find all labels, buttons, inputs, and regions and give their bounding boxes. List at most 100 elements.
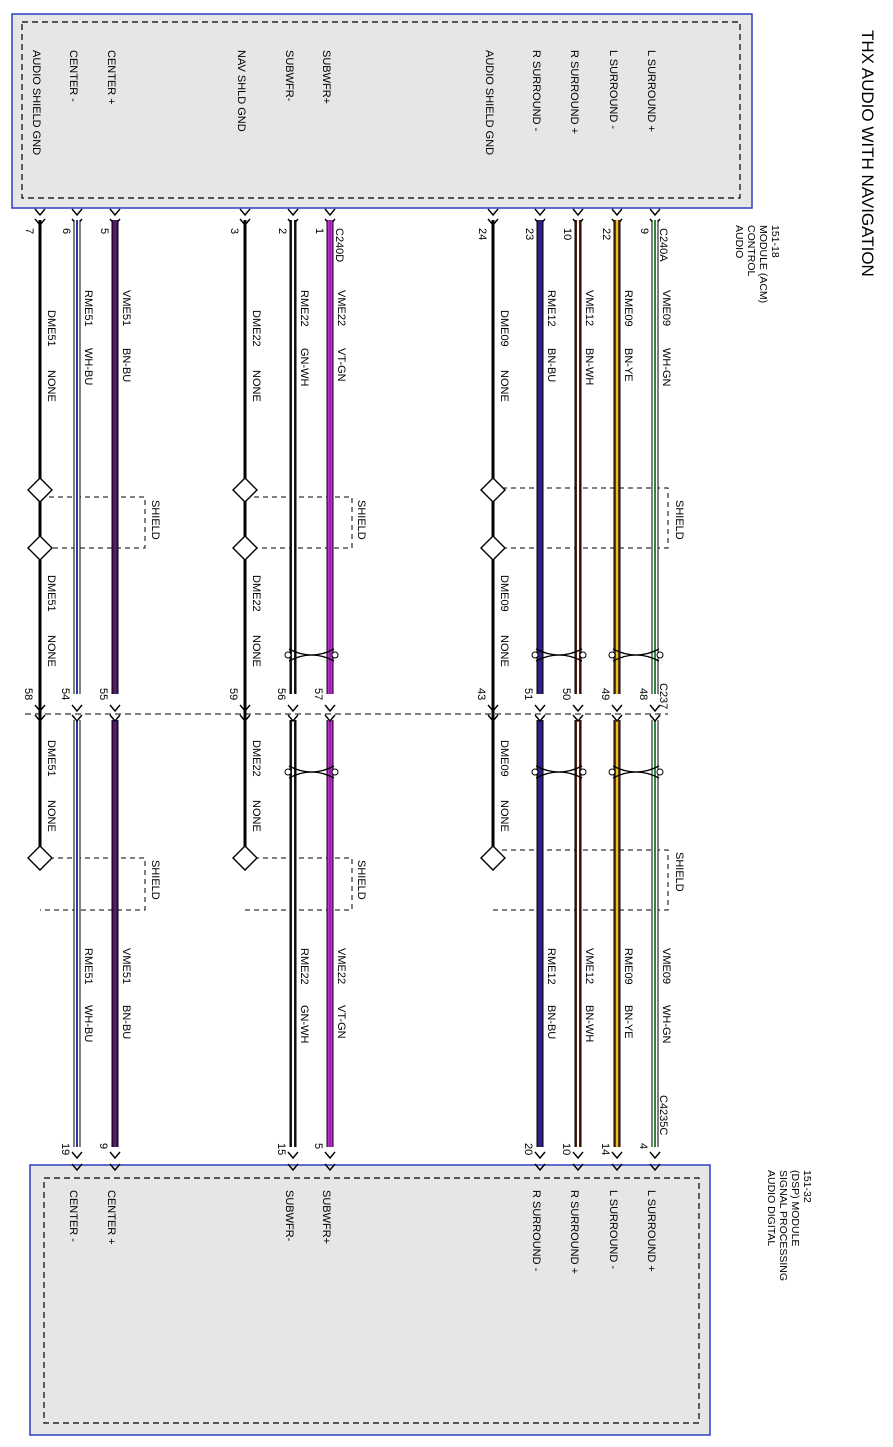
wire-color-code: NONE [498, 635, 510, 667]
acm-name-line-2: CONTROL [745, 225, 757, 276]
connector-arrow [534, 1163, 546, 1172]
shield-splice-icon [27, 477, 53, 503]
twist-end-icon [284, 768, 292, 776]
wire-top-label: R SURROUND + [568, 50, 580, 134]
c237-pin: 59 [227, 688, 239, 700]
wire-circuit-label: RME12 [545, 290, 557, 327]
acm-module-box [11, 13, 753, 209]
connector-arrow [611, 704, 623, 713]
dsp-name-line-4: 151-32 [801, 1170, 813, 1203]
connector-arrow [649, 1151, 661, 1160]
connector-arrow [572, 714, 584, 723]
dsp-terminal-label: L SURROUND - [607, 1190, 619, 1269]
dsp-terminal-label: CENTER + [105, 1190, 117, 1245]
connector-arrow [534, 1151, 546, 1160]
connector-arrow [649, 714, 661, 723]
connector-arrow [487, 704, 499, 713]
connector-arrow [287, 704, 299, 713]
dsp-module-name: AUDIO DIGITAL SIGNAL PROCESSING (DSP) MO… [765, 1170, 813, 1281]
twist-mark [288, 771, 335, 779]
wire-circuit-label: VME12 [583, 948, 595, 984]
wire-circuit-label: RME51 [82, 290, 94, 327]
twist-mark [612, 771, 660, 779]
connector-arrow [287, 208, 299, 217]
shield-splice-icon [232, 477, 258, 503]
acm-name-line-3: MODULE (ACM) [757, 225, 769, 303]
wire-color-code: BN-YE [622, 1005, 634, 1039]
wire-circuit-label: VME51 [120, 290, 132, 326]
connector-arrow [71, 714, 83, 723]
c237-pin: 49 [599, 688, 611, 700]
connector-arrow [572, 208, 584, 217]
shield-splice-icon [232, 535, 258, 561]
connector-c240a: C240A [657, 228, 669, 262]
connector-arrow [324, 704, 336, 713]
wire-color-code: NONE [45, 800, 57, 832]
wire-top-pin: 1 [313, 228, 325, 234]
dsp-module-box [29, 1164, 711, 1436]
connector-arrow [534, 704, 546, 713]
connector-arrow [611, 1163, 623, 1172]
wire-color-code: WH-GN [660, 1005, 672, 1044]
connector-arrow [487, 714, 499, 723]
shield-group-surround-lower: SHIELD [493, 849, 685, 911]
connector-arrow [71, 1151, 83, 1160]
shield-group-sub-lower: SHIELD [245, 857, 367, 911]
connector-arrow [109, 704, 121, 713]
c237-pin: 58 [22, 688, 34, 700]
connector-arrow [109, 714, 121, 723]
acm-module-inner [21, 21, 741, 199]
wire-top-label: AUDIO SHIELD GND [483, 50, 495, 155]
connector-arrow [109, 208, 121, 217]
shield-label: SHIELD [673, 500, 685, 540]
c237-pin: 50 [560, 688, 572, 700]
wire-top-label: CENTER - [67, 50, 79, 102]
wire-color-code: NONE [45, 370, 57, 402]
wire-top-label: NAV SHLD GND [235, 50, 247, 132]
wire-circuit-label: VME09 [660, 948, 672, 984]
wire-color-code: BN-WH [583, 348, 595, 385]
wire-top-pin: 2 [276, 228, 288, 234]
wire-color-code: BN-BU [545, 1005, 557, 1039]
wire-circuit-label: DME09 [498, 575, 510, 612]
shield-group-sub-upper: SHIELD [245, 496, 367, 549]
connector-arrow [649, 208, 661, 217]
wire-circuit-label: VME22 [335, 948, 347, 984]
wire-top-pin: 24 [476, 228, 488, 240]
wire-color-code: NONE [250, 800, 262, 832]
dsp-pin: 10 [560, 1143, 572, 1155]
twist-end-icon [608, 768, 616, 776]
c237-pin: 54 [59, 688, 71, 700]
wire-color-code: NONE [498, 370, 510, 402]
wire-color-code: GN-WH [298, 348, 310, 387]
twist-end-icon [531, 651, 539, 659]
wire-color-code: BN-BU [120, 1005, 132, 1039]
shield-label: SHIELD [149, 500, 161, 540]
c237-pin: 56 [275, 688, 287, 700]
wire-top-label: AUDIO SHIELD GND [30, 50, 42, 155]
dsp-pin: 15 [275, 1143, 287, 1155]
acm-module-name: AUDIO CONTROL MODULE (ACM) 151-18 [733, 225, 781, 303]
wire-circuit-label: DME22 [250, 575, 262, 612]
connector-arrow [71, 208, 83, 217]
wire-top-label: L SURROUND - [607, 50, 619, 129]
connector-arrow [611, 208, 623, 217]
wire-top-pin: 6 [60, 228, 72, 234]
c237-pin: 55 [97, 688, 109, 700]
wire-top-pin: 3 [228, 228, 240, 234]
twist-end-icon [284, 651, 292, 659]
dsp-name-line-1: AUDIO DIGITAL [765, 1170, 777, 1246]
diagram-title: THX AUDIO WITH NAVIGATION [858, 30, 877, 277]
connector-arrow [649, 704, 661, 713]
connector-arrow [324, 714, 336, 723]
twist-mark [288, 654, 335, 662]
connector-arrow [71, 704, 83, 713]
dsp-pin: 14 [599, 1143, 611, 1155]
wire-circuit-label: VME22 [335, 290, 347, 326]
twist-end-icon [579, 651, 587, 659]
twist-mark [535, 771, 583, 779]
wire-color-code: BN-WH [583, 1005, 595, 1042]
dsp-pin: 5 [312, 1143, 324, 1149]
twist-end-icon [531, 768, 539, 776]
